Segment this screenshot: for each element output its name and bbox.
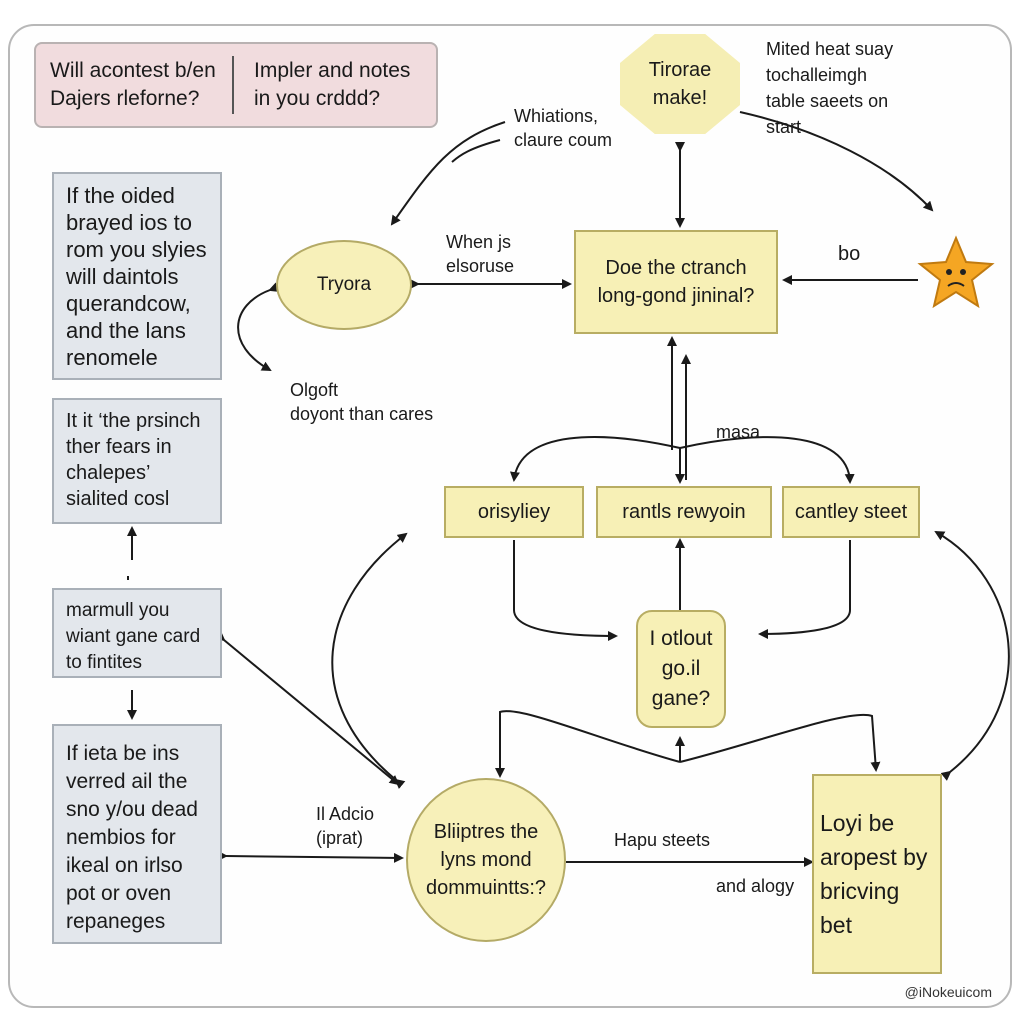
big-circle-node: Bliiptres the lyns mond dommuintts:?: [406, 778, 566, 942]
mid-box-cantley: cantley steet: [782, 486, 920, 538]
when-label: When js elsoruse: [446, 232, 515, 276]
adcio-label: Il Adcio (iprat): [316, 804, 375, 848]
header-right-text: Impler and notes in you crddd?: [254, 59, 411, 110]
left-box-1: If the oided brayed ios to rom you slyie…: [52, 172, 222, 380]
sad-star-icon: [916, 234, 996, 314]
left-box-1-text: If the oided brayed ios to rom you slyie…: [66, 183, 207, 370]
left-box-2: It it ‘the prsinch ther fears in chalepe…: [52, 398, 222, 524]
question-box-header: Will acontest b/en Dajers rleforne? Impl…: [34, 42, 438, 128]
left-box-4-text: If ieta be ins verred ail the sno y/ou d…: [66, 742, 198, 933]
left-box-2-text: It it ‘the prsinch ther fears in chalepe…: [66, 410, 201, 510]
bo-label: bo: [838, 243, 861, 265]
alogy-label: and alogy: [716, 876, 795, 896]
mid-box-rantls: rantls rewyoin: [596, 486, 772, 538]
left-box-3: marmull you wiant gane card to fintites: [52, 588, 222, 678]
left-box-3-text: marmull you wiant gane card to fintites: [66, 600, 201, 673]
center-question-box: Doe the ctranch long-gond jininal?: [574, 230, 778, 334]
olgoft-label: Olgoft doyont than cares: [290, 380, 434, 424]
hapu-label: Hapu steets: [614, 830, 711, 850]
left-box-4: If ieta be ins verred ail the sno y/ou d…: [52, 724, 222, 944]
octagon-shape: [620, 34, 740, 134]
right-result-box: Loyi be aropest by bricving bet: [812, 774, 942, 974]
mid-box-orisyliey: orisyliey: [444, 486, 584, 538]
header-left-text: Will acontest b/en Dajers rleforne?: [50, 59, 216, 110]
top-note: Mited heat suay tochalleimgh table saeet…: [766, 39, 894, 137]
game-question-box: I otlout go.il gane?: [636, 610, 726, 728]
masa-label: masa: [716, 422, 761, 442]
header-divider: [232, 56, 234, 114]
octagon-text: Tirorae make!: [648, 59, 712, 109]
tryora-node: Tryora: [276, 240, 412, 330]
watermark: @iNokeuicom: [904, 984, 992, 1000]
whiations-label: Whiations, claure coum: [514, 106, 613, 150]
